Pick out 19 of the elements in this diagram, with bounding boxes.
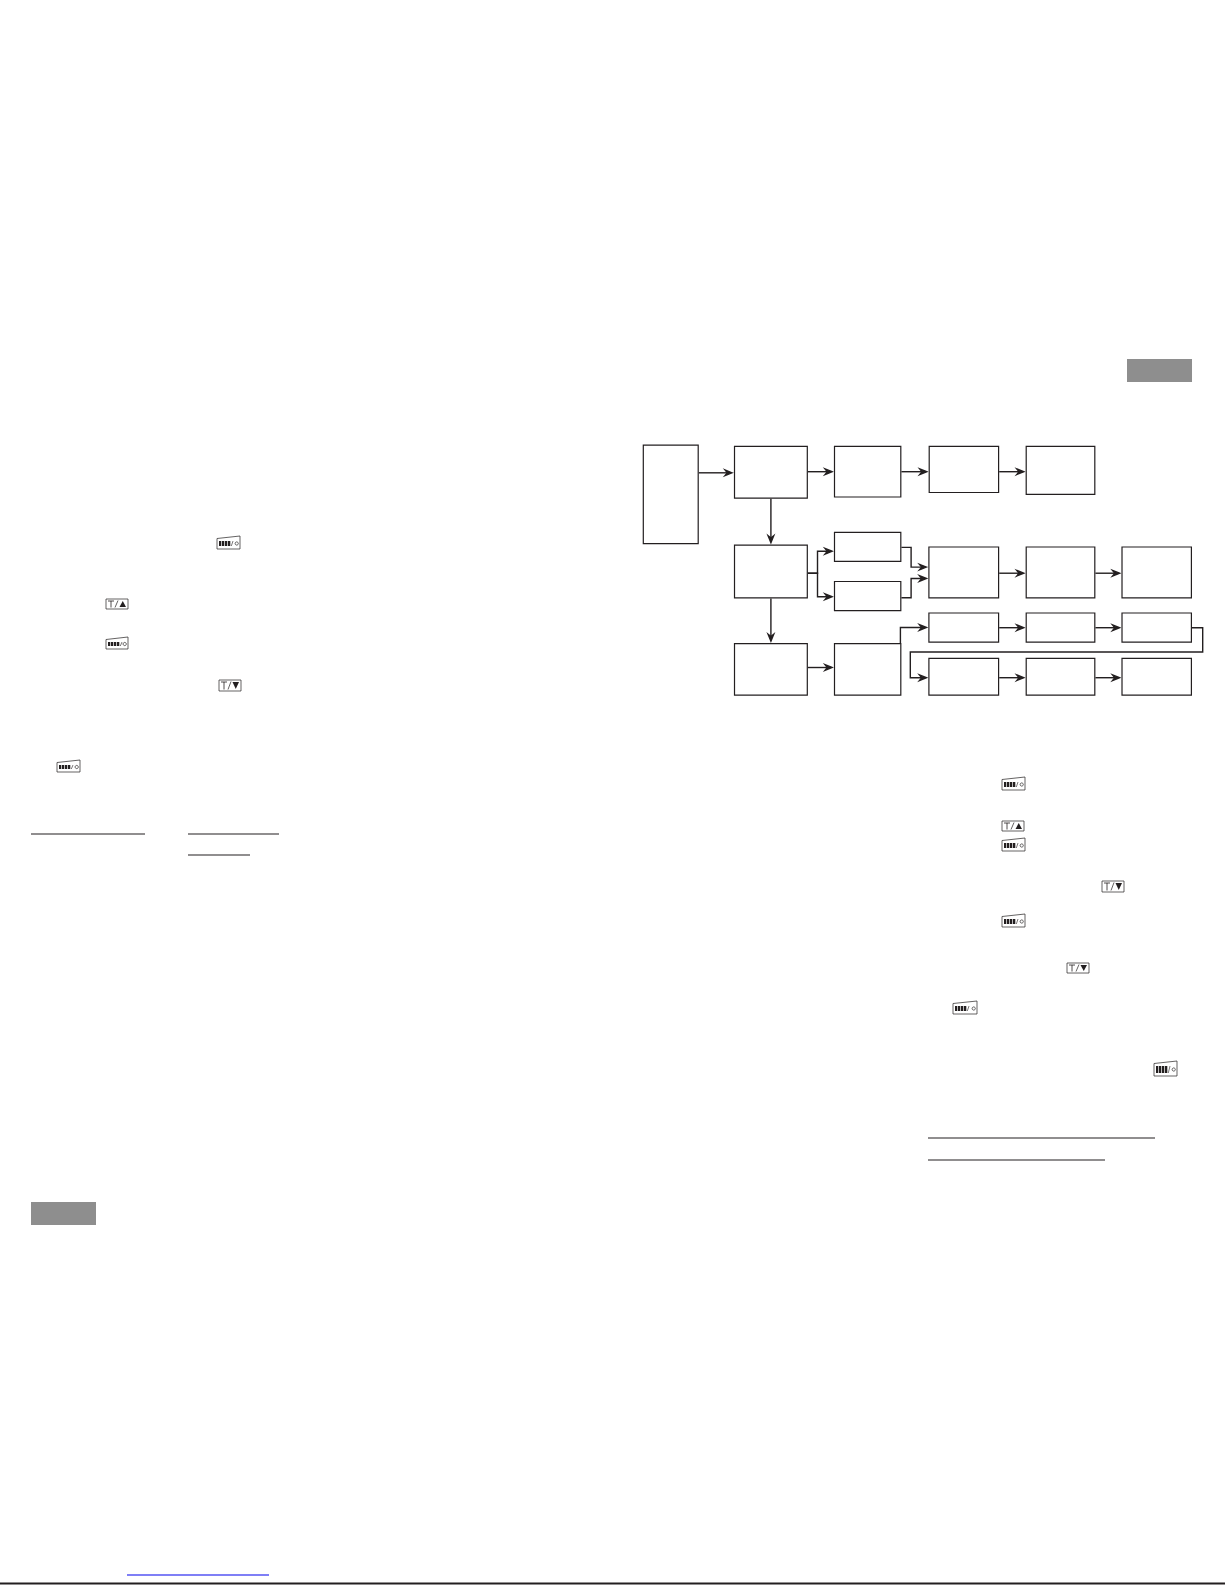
process-box: [733, 643, 808, 696]
process-box: [733, 544, 808, 599]
process-box: [1025, 657, 1096, 696]
process-box: [1025, 612, 1096, 643]
process-box: [833, 531, 902, 562]
process-box: [1121, 546, 1192, 599]
process-box: [1121, 612, 1192, 643]
process-box: [928, 546, 1000, 599]
process-box: [1025, 445, 1096, 495]
process-box: [928, 445, 1000, 494]
process-box: [833, 580, 902, 612]
process-box: [1025, 546, 1096, 599]
process-box: [833, 445, 902, 498]
process-box: [928, 657, 1000, 696]
process-box: [1121, 657, 1192, 696]
process-box: [642, 444, 699, 545]
process-box: [733, 445, 808, 499]
process-box: [928, 612, 1000, 643]
process-box: [833, 643, 902, 696]
